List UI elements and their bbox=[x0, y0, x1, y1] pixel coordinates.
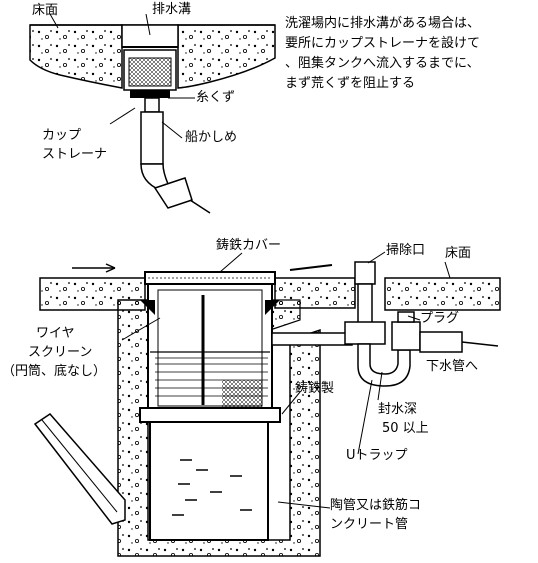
seal-depth-label-1: 封水深 bbox=[378, 402, 418, 417]
leader-screen bbox=[121, 317, 161, 341]
drain-channel bbox=[121, 24, 179, 48]
pipe-label-2: ンクリート管 bbox=[330, 517, 409, 532]
cleanout-label: 掃除口 bbox=[386, 243, 426, 258]
note-line-1: 洗濯場内に排水溝がある場合は、 bbox=[285, 16, 481, 31]
wire-screen-label-2: スクリーン bbox=[28, 345, 93, 360]
sewer-label: 下水管へ bbox=[426, 359, 479, 374]
leader-cup bbox=[109, 107, 136, 125]
floor-mark bbox=[289, 264, 333, 271]
cast-iron-cover bbox=[144, 271, 276, 285]
explanation-note: 洗濯場内に排水溝がある場合は、 要所にカップストレーナを設けて 、阻集タンクへ流… bbox=[285, 14, 535, 94]
top-floor-label: 床面 bbox=[32, 3, 59, 18]
leader-drain bbox=[145, 13, 151, 36]
bottom-floor-label: 床面 bbox=[445, 246, 472, 261]
leader-cast-iron bbox=[281, 391, 301, 415]
note-line-2: 要所にカップストレーナを設けて bbox=[285, 36, 481, 51]
lint-label: 糸くず bbox=[196, 90, 236, 105]
top-drain-pipe bbox=[140, 97, 211, 214]
u-trap-label: Uトラップ bbox=[346, 448, 408, 463]
leader-plug bbox=[407, 315, 421, 321]
flow-arrow bbox=[72, 263, 116, 273]
plug-label: プラグ bbox=[420, 311, 460, 326]
leader-utrap bbox=[357, 379, 373, 455]
seal-depth-label-2: 50 以上 bbox=[382, 421, 429, 436]
wire-screen-label-1: ワイヤ bbox=[36, 326, 75, 341]
leader-seal bbox=[377, 371, 383, 401]
note-line-3: 、阻集タンクへ流入するまでに、 bbox=[285, 56, 480, 71]
inlet-pipe bbox=[33, 413, 126, 525]
bottom-floor-slab bbox=[39, 277, 501, 311]
note-line-4: まず荒くずを阻止する bbox=[285, 76, 416, 91]
leader-cover bbox=[219, 252, 243, 273]
cup-strainer bbox=[123, 49, 177, 98]
outlet-pipe-and-trap bbox=[271, 261, 499, 387]
cast-iron-label: 鋳鉄製 bbox=[295, 381, 335, 396]
leader-pipe bbox=[277, 501, 331, 509]
drain-label: 排水溝 bbox=[152, 2, 192, 17]
upper-chamber bbox=[140, 283, 280, 411]
pipe-label-1: 陶管又は鉄筋コ bbox=[330, 498, 422, 513]
cast-iron-cover-label: 鋳鉄カバー bbox=[216, 238, 282, 253]
leader-caulk bbox=[161, 121, 183, 139]
leader-floor-bottom bbox=[444, 261, 451, 279]
lower-chamber bbox=[139, 407, 281, 541]
leader-cleanout bbox=[367, 251, 386, 264]
leader-floor-top bbox=[49, 13, 59, 29]
wire-screen-label-3: （円筒、底なし） bbox=[2, 364, 107, 379]
cup-strainer-label-2: ストレーナ bbox=[42, 147, 108, 162]
cup-strainer-label-1: カップ bbox=[42, 128, 82, 143]
caulk-label: 船かしめ bbox=[185, 130, 238, 145]
